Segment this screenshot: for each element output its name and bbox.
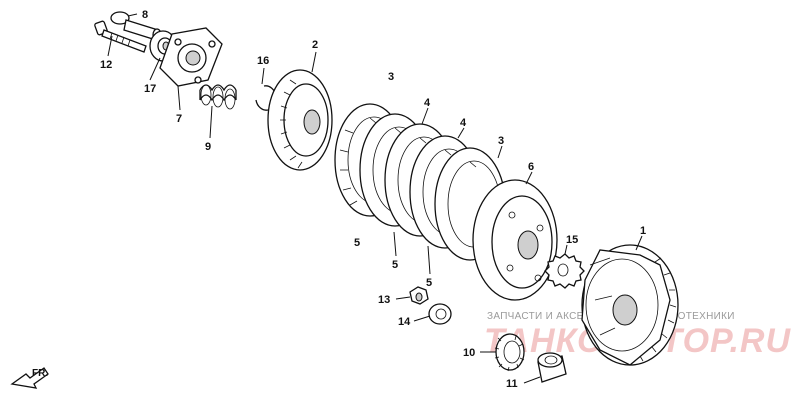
drive-gear-part	[494, 333, 525, 372]
callout-5-middle: 5	[392, 259, 398, 271]
bolt-part	[94, 20, 147, 53]
callout-3-upper: 3	[388, 71, 394, 83]
callout-12: 12	[100, 59, 112, 71]
callout-16: 16	[257, 55, 269, 67]
pressure-plate-part	[267, 69, 333, 171]
callout-3-lower: 3	[498, 135, 504, 147]
callout-7: 7	[176, 113, 182, 125]
washer-part	[428, 303, 452, 325]
clutch-plate-stack	[334, 103, 506, 261]
callout-5-left: 5	[354, 237, 360, 249]
callout-6: 6	[528, 161, 534, 173]
callout-10: 10	[463, 347, 475, 359]
callout-15: 15	[566, 234, 578, 246]
callout-9: 9	[205, 141, 211, 153]
front-direction-marker: FR.	[10, 367, 49, 389]
leader-lines	[107, 13, 643, 384]
callout-8: 8	[142, 9, 148, 21]
callout-11: 11	[506, 378, 518, 390]
clutch-center-part	[472, 179, 558, 301]
callout-1: 1	[640, 225, 646, 237]
spring-part	[199, 84, 237, 110]
callout-2: 2	[312, 39, 318, 51]
callout-14: 14	[398, 316, 411, 328]
callout-4-right: 4	[460, 117, 467, 129]
callout-4-left: 4	[424, 97, 431, 109]
lifter-plate-part	[159, 27, 223, 87]
callout-labels: 8 12 17 7 9 16 2 3 4 4 3 6 5 5 5 15 1 13…	[100, 9, 646, 390]
clutch-outer-housing-part	[581, 244, 679, 366]
sleeve-part	[537, 352, 567, 383]
splined-washer-part	[544, 253, 585, 289]
nut-part	[409, 286, 429, 305]
fr-label: FR.	[32, 368, 48, 379]
callout-13: 13	[378, 294, 390, 306]
callout-5-right: 5	[426, 277, 432, 289]
callout-17: 17	[144, 83, 156, 95]
